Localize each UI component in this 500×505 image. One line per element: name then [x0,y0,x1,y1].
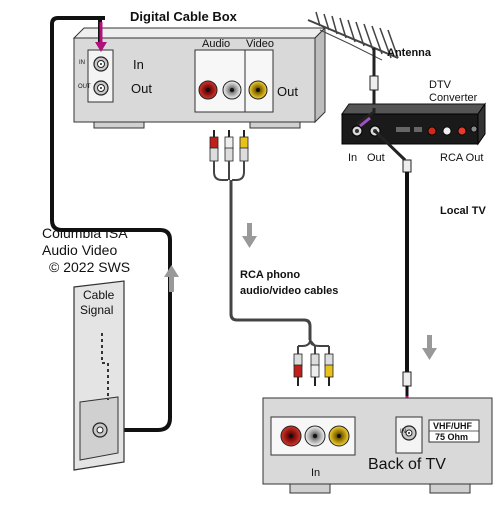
tv-audio-red-jack [280,425,302,447]
digital-cable-box [72,26,327,129]
tv-back-panel [262,397,493,494]
credit-line3: © 2022 SWS [49,259,131,275]
cable-box-video-yellow-jack [248,80,268,100]
dtv-in-connector [351,125,363,137]
dtv-converter [341,102,486,146]
audio-label: Audio [202,38,231,50]
cable-box-out-connector [93,80,109,96]
local-tv-down-arrow [422,335,437,360]
coax-dtv-to-tv [373,129,412,410]
rca-cables-label-line1: RCA phono [240,269,301,281]
wall-plate [73,280,125,471]
credit-line2: Audio Video [42,242,118,258]
cable-box-title: Digital Cable Box [130,9,237,24]
coax-cable-wall-to-box [50,16,172,432]
ohm-label: 75 Ohm [435,432,469,442]
antenna [307,11,399,108]
cable-box-audio-white-jack [222,80,242,100]
tv-audio-white-jack [304,425,326,447]
cable-box-out-label: Out [131,81,152,96]
tv-antenna-connector [401,425,417,441]
signal-arrow-dtv-in [359,116,371,128]
dtv-in-label: In [348,152,358,164]
cable-signal-label-line1: Cable [83,288,115,302]
cable-box-in-tiny-label: IN [79,60,85,66]
cable-signal-label-line2: Signal [80,303,114,317]
cable-box-out-tiny-label: OUT [78,84,91,90]
tv-in-label: In [311,467,321,479]
dtv-out-label: Out [367,152,385,164]
rca-down-arrow [242,223,257,248]
tv-video-yellow-jack [328,425,350,447]
antenna-label: Antenna [387,47,431,59]
cable-box-in-label: In [133,57,144,72]
antenna-cable [356,108,376,126]
credit-line1: Columbia ISA [42,225,128,241]
dtv-label-line2: Converter [429,92,478,104]
cable-box-rca-out-label: Out [277,84,298,99]
vhf-uhf-label: VHF/UHF [433,421,472,431]
rca-cables-label-line2: audio/video cables [240,285,339,297]
tv-in-tiny-label: IN [400,429,406,435]
cable-box-in-connector [93,56,109,72]
back-of-tv-label: Back of TV [368,456,446,473]
signal-arrow-cable-in [95,22,107,52]
local-tv-label: Local TV [440,205,486,217]
rca-cable-bundle [209,130,334,386]
rca-out-label: RCA Out [440,152,484,164]
signal-up-arrow [164,265,179,292]
video-label: Video [246,38,274,50]
cable-box-audio-red-jack [198,80,218,100]
dtv-label-line1: DTV [429,79,451,91]
